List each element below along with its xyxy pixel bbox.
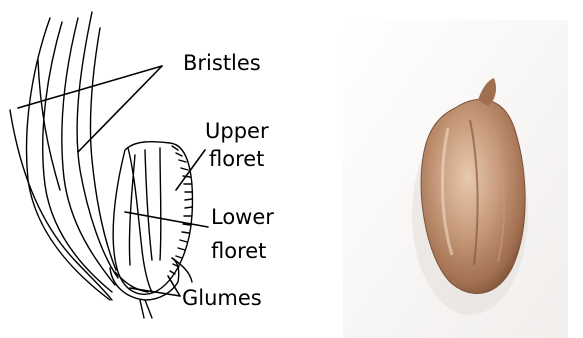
label-upper-floret-line2: floret	[209, 147, 264, 171]
label-lower-floret-line1: Lower	[211, 205, 274, 229]
label-glumes: Glumes	[182, 286, 262, 310]
bristles-illustration	[10, 12, 118, 300]
spikelet-drawing	[10, 12, 208, 318]
labels: Bristles Upper floret Lower floret Glume…	[182, 51, 274, 310]
label-bristles: Bristles	[183, 51, 261, 75]
seed-photo	[343, 20, 568, 338]
label-lower-floret-line2: floret	[211, 239, 266, 263]
label-upper-floret-line1: Upper	[205, 119, 269, 143]
